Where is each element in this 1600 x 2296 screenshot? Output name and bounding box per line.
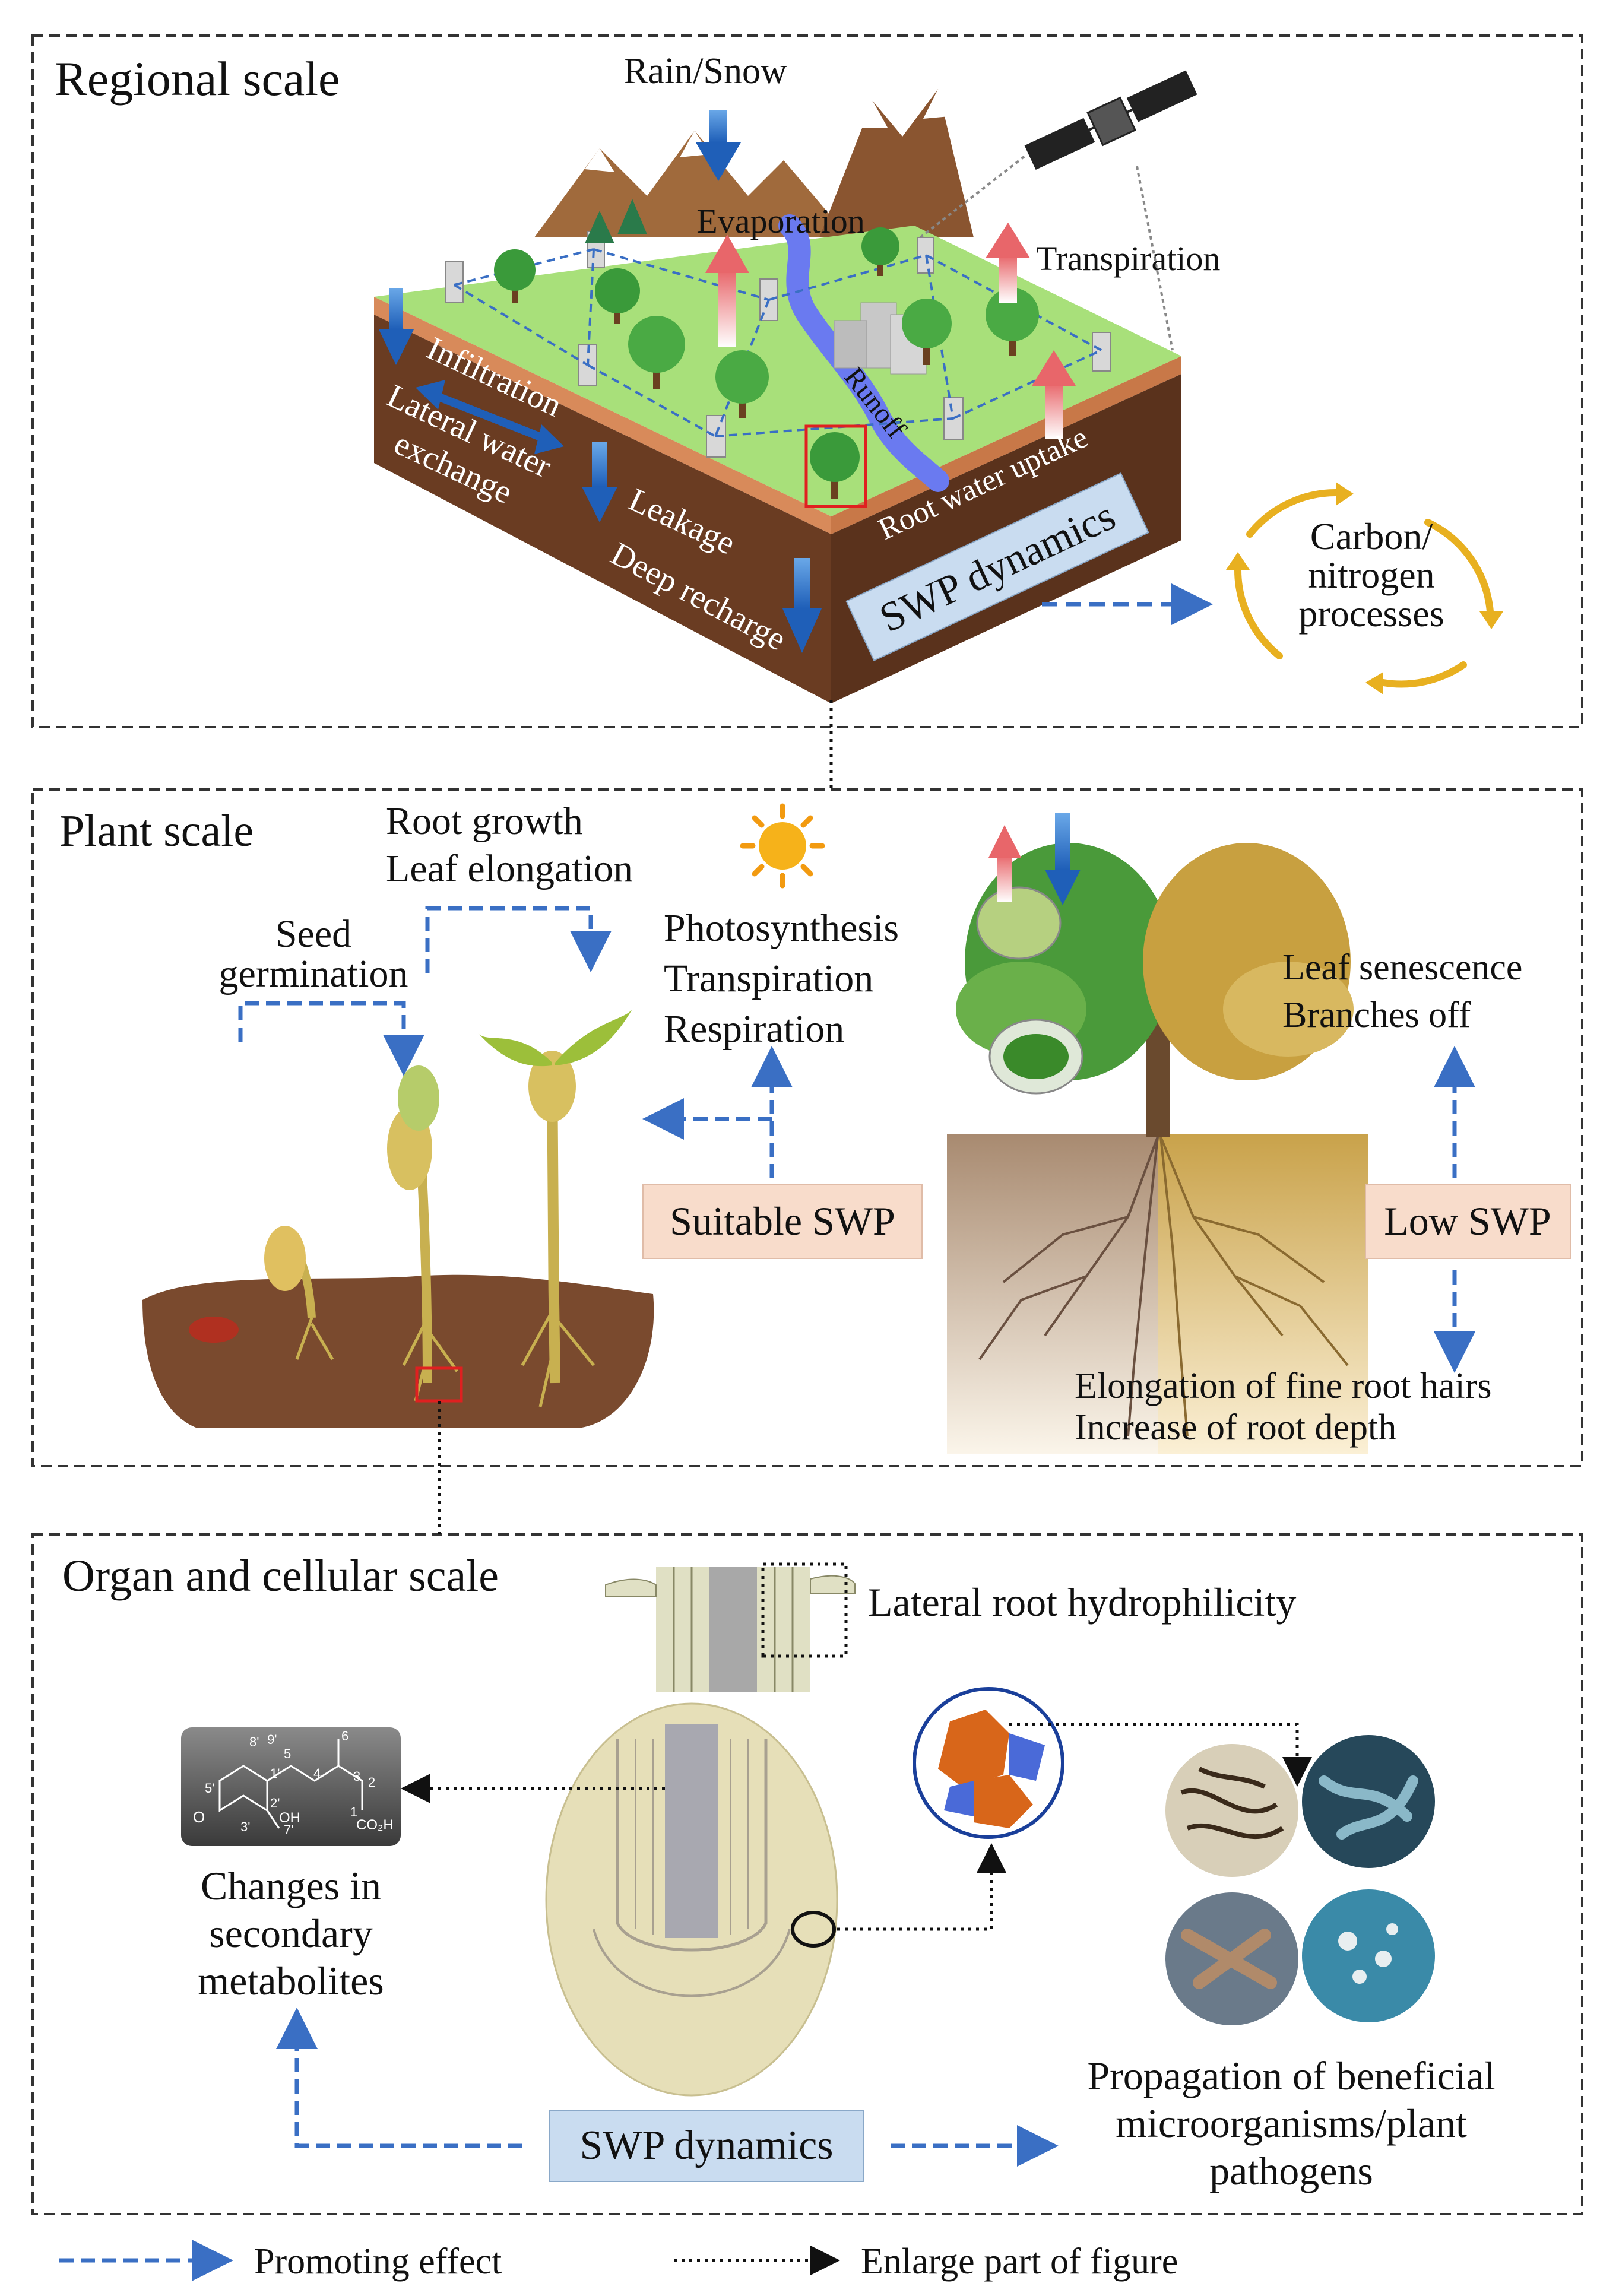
low-swp-box xyxy=(1365,1184,1571,1259)
regional-panel-border xyxy=(31,34,1583,728)
suitable-swp-label: Suitable SWP xyxy=(670,1198,895,1244)
mol-co2h: CO₂H xyxy=(356,1817,394,1833)
tree-illustration xyxy=(947,843,1368,1454)
satellite-link xyxy=(919,153,1174,351)
carbon-nitrogen-cycle-heads xyxy=(1226,482,1503,694)
swp-to-metabolites-arrow xyxy=(276,2008,522,2148)
mol-o: O xyxy=(193,1808,205,1826)
seed-label-line2: germination xyxy=(219,952,408,995)
sun-icon xyxy=(740,803,825,889)
leakage-arrow xyxy=(582,442,617,522)
mol-oh: OH xyxy=(279,1810,300,1826)
secondary-line1: Changes in xyxy=(201,1863,381,1908)
seedlings-illustration xyxy=(142,1009,654,1428)
root-tip-zoom-circle xyxy=(791,1911,836,1948)
mol-num-9p: 9' xyxy=(267,1732,277,1747)
secondary-line3: metabolites xyxy=(198,1958,384,2003)
root-uptake-arrow xyxy=(1032,350,1076,439)
transpiration-label: Transpiration xyxy=(1036,239,1220,278)
evaporation-label: Evaporation xyxy=(696,202,864,240)
suitable-swp-box xyxy=(642,1184,923,1259)
root-growth-arrow xyxy=(425,906,612,973)
lateral-root-label: Lateral root hydrophilicity xyxy=(868,1580,1296,1625)
mol-num-2p: 2' xyxy=(270,1796,280,1810)
plant-panel-border xyxy=(31,788,1583,1467)
rain-label: Rain/Snow xyxy=(623,51,787,91)
tree-blue-down-arrow xyxy=(1045,813,1081,905)
legend-promoting-label: Promoting effect xyxy=(254,2241,502,2282)
microbe-images xyxy=(1165,1735,1435,2025)
rain-arrow xyxy=(696,110,741,181)
plant-title: Plant scale xyxy=(59,806,254,856)
legend-enlarge-label: Enlarge part of figure xyxy=(861,2241,1178,2282)
seed-label-line1: Seed xyxy=(275,912,351,956)
mol-num-3p: 3' xyxy=(240,1819,250,1834)
evaporation-arrow xyxy=(705,234,749,347)
leaf-elongation-label: Leaf elongation xyxy=(386,847,633,890)
organ-panel-border xyxy=(31,1533,1583,2215)
secondary-line2: secondary xyxy=(209,1911,373,1956)
mol-num-1p: 1' xyxy=(270,1766,280,1781)
transpiration-arrow xyxy=(986,223,1030,303)
molecule-panel: 8' 9' 5 6 1' 4 2 5' 2' 1 3' 7' 3 OH CO₂H… xyxy=(181,1727,401,1846)
organ-swp-box xyxy=(549,2110,864,2182)
branches-off-label: Branches off xyxy=(1282,995,1471,1035)
root-depth-label: Increase of root depth xyxy=(1075,1407,1396,1448)
seed-germination-arrow xyxy=(238,1001,424,1076)
lateral-exchange-arrow xyxy=(416,380,564,454)
mol-num-7p: 7' xyxy=(284,1822,293,1837)
mol-num-6: 6 xyxy=(341,1729,348,1743)
organ-title: Organ and cellular scale xyxy=(62,1551,499,1601)
mol-num-1: 1 xyxy=(350,1805,357,1819)
leaf-senescence-label: Leaf senescence xyxy=(1282,947,1522,988)
plant-transpiration-label: Transpiration xyxy=(664,957,873,1000)
propagation-line1: Propagation of beneficial xyxy=(1087,2053,1495,2098)
soil-to-microbes-connector xyxy=(1009,1723,1312,1787)
cn-label-line1: Carbon/ xyxy=(1310,515,1433,557)
respiration-label: Respiration xyxy=(664,1007,844,1051)
cn-label-line2: nitrogen xyxy=(1308,554,1434,596)
organ-swp-label: SWP dynamics xyxy=(579,2123,833,2168)
mol-num-4: 4 xyxy=(313,1766,321,1781)
mol-num-5p: 5' xyxy=(205,1781,214,1796)
lateral-root-illustration xyxy=(605,1567,856,1692)
photosynthesis-label: Photosynthesis xyxy=(664,906,899,950)
tree-highlight-box xyxy=(804,424,867,508)
carbon-nitrogen-cycle xyxy=(1234,489,1494,688)
regional-title: Regional scale xyxy=(55,52,340,106)
mol-num-3: 3 xyxy=(353,1769,360,1784)
mol-num-5: 5 xyxy=(284,1746,291,1761)
low-swp-label: Low SWP xyxy=(1384,1198,1551,1244)
soil-aggregate-icon xyxy=(913,1687,1064,1839)
cn-label-line3: processes xyxy=(1298,592,1444,635)
mol-num-2: 2 xyxy=(368,1775,375,1790)
root-tip-to-soil-connector xyxy=(837,1843,1006,1931)
satellite-icon xyxy=(1024,70,1197,170)
deep-recharge-arrow xyxy=(782,558,822,653)
mol-num-8p: 8' xyxy=(249,1734,259,1749)
propagation-line2: microorganisms/plant xyxy=(1116,2101,1467,2146)
root-hairs-label: Elongation of fine root hairs xyxy=(1075,1366,1492,1406)
root-growth-label: Root growth xyxy=(386,800,583,843)
infiltration-arrow xyxy=(379,288,414,365)
lateral-root-highlight xyxy=(761,1562,848,1658)
root-tip-illustration xyxy=(545,1702,838,2097)
tree-red-up-arrow xyxy=(988,825,1021,902)
mountains xyxy=(534,89,974,237)
regional-trees xyxy=(494,199,1039,499)
propagation-line3: pathogens xyxy=(1209,2148,1373,2193)
